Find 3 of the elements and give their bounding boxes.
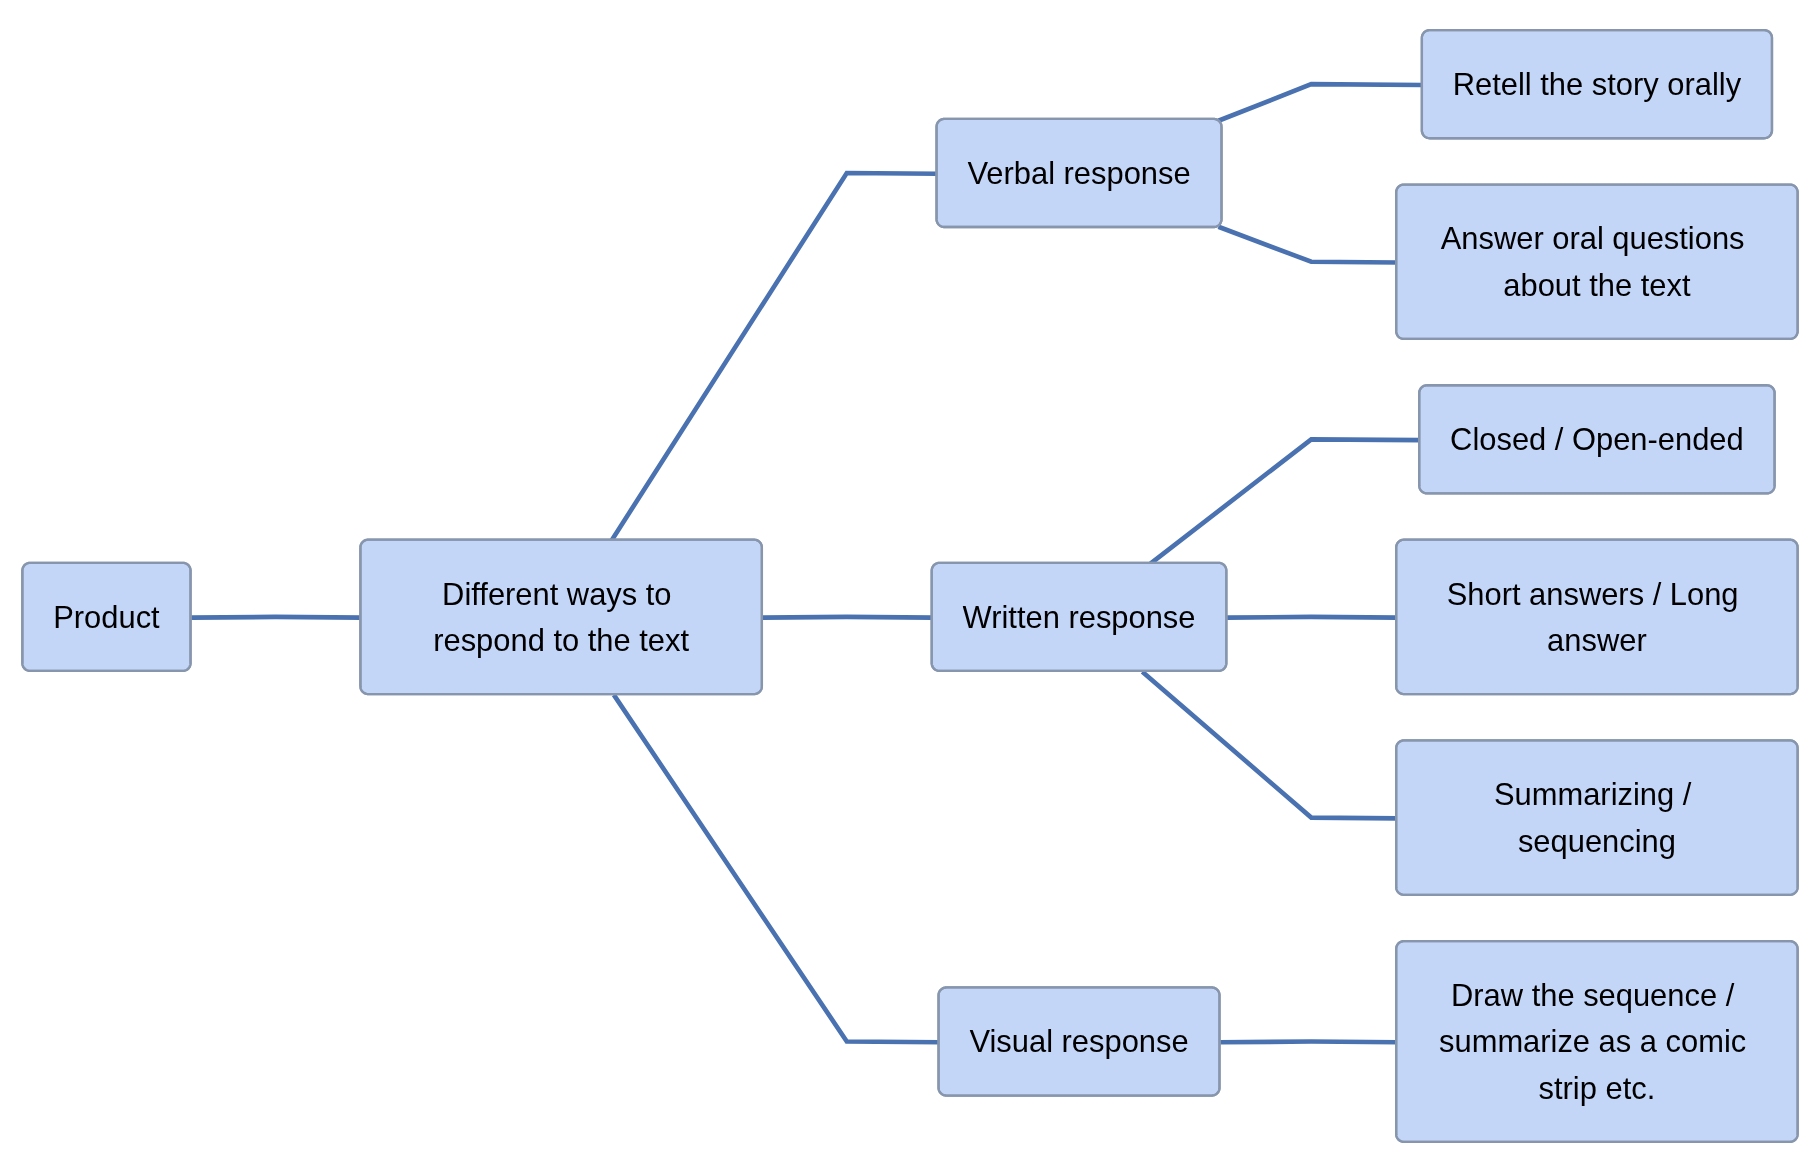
connector [1217, 224, 1397, 265]
connector [1220, 1038, 1397, 1045]
connector [1227, 614, 1397, 620]
